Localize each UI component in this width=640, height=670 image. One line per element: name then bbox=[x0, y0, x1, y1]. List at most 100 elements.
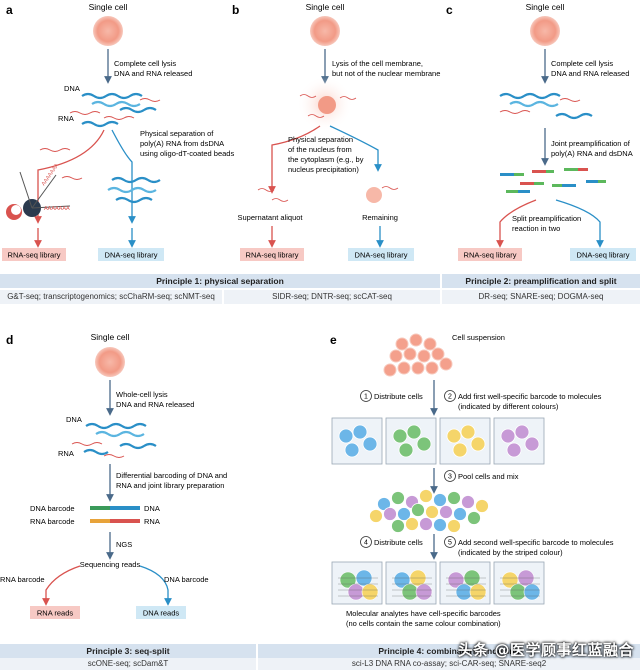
panel-a: Single cell Complete cell lysis DNA and … bbox=[2, 2, 234, 261]
watermark: 头条 @医学顾事红蓝融合 bbox=[457, 641, 634, 659]
cell-suspension bbox=[383, 333, 453, 377]
wells-row-1 bbox=[331, 417, 545, 465]
dna-strand bbox=[85, 422, 147, 430]
oligo-tether bbox=[31, 205, 71, 209]
single-cell bbox=[530, 16, 560, 46]
step-number: 3 bbox=[448, 474, 452, 481]
rna-library-box bbox=[458, 248, 522, 261]
principle-2-title: Principle 2: preamplification and split bbox=[442, 274, 640, 288]
wells-row-2 bbox=[331, 561, 545, 605]
dna-barcode-label: DNA barcode bbox=[30, 504, 75, 513]
rna-strand bbox=[139, 98, 161, 102]
cell-suspension-label: Cell suspension bbox=[452, 333, 505, 342]
rna-strand bbox=[339, 96, 357, 100]
rna-branch-arrow bbox=[34, 129, 105, 224]
dna-strand bbox=[107, 186, 157, 194]
rna-strand bbox=[61, 176, 83, 180]
barcoding-label: Differential barcoding of DNA and bbox=[116, 471, 227, 480]
rna-branch-arrow bbox=[42, 565, 81, 606]
rna-strand bbox=[271, 198, 289, 202]
dna-library-label: DNA-seq library bbox=[105, 251, 158, 260]
step-label: Add first well-specific barcode to molec… bbox=[458, 392, 602, 401]
step-label-line1: Complete cell lysis bbox=[551, 59, 613, 68]
step-label-line2: DNA and RNA released bbox=[116, 400, 194, 409]
dna-barcode bbox=[90, 506, 110, 510]
panel-letter-a: a bbox=[6, 3, 13, 17]
step-number-circle bbox=[444, 390, 456, 402]
single-cell bbox=[95, 347, 125, 377]
panel-c: Single cell Complete cell lysis DNA and … bbox=[458, 2, 636, 261]
single-cell-label: Single cell bbox=[91, 332, 130, 342]
rna-strand bbox=[71, 442, 103, 446]
rna-branch-arrow bbox=[268, 125, 321, 194]
rna-insert-label: RNA bbox=[144, 517, 160, 526]
seq-reads-label: Sequencing reads bbox=[80, 560, 141, 569]
step-label: Add second well-specific barcode to mole… bbox=[458, 538, 614, 547]
rna-strand bbox=[39, 148, 71, 152]
rna-strand bbox=[307, 114, 325, 118]
dna-library-box bbox=[348, 248, 414, 261]
step-number: 4 bbox=[364, 540, 368, 547]
dna-strand bbox=[499, 92, 561, 100]
step-label: (indicated by the striped colour) bbox=[458, 548, 563, 557]
panel-letter-d: d bbox=[6, 333, 13, 347]
single-cell-label: Single cell bbox=[526, 2, 565, 12]
single-cell bbox=[310, 16, 340, 46]
step-label-line2: but not of the nuclear membrane bbox=[332, 69, 440, 78]
rna-reads-box bbox=[30, 606, 80, 619]
step-number-circle bbox=[444, 470, 456, 482]
remaining-label: Remaining bbox=[362, 213, 398, 222]
step-label-line2: DNA and RNA released bbox=[114, 69, 192, 78]
rna-strand bbox=[257, 188, 275, 192]
dna-strand bbox=[81, 120, 119, 128]
dna-branch-arrow bbox=[139, 565, 172, 606]
dna-strand bbox=[111, 176, 161, 184]
panel-e: Cell suspension 1 Distribute cells 2 Add… bbox=[331, 333, 614, 628]
supernatant-label: Supernatant aliquot bbox=[237, 213, 303, 222]
bead bbox=[11, 205, 21, 215]
dna-label: DNA bbox=[66, 415, 82, 424]
separation-label: the cytoplasm (e.g., by bbox=[288, 155, 364, 164]
oligo-tether bbox=[31, 174, 57, 209]
principle-4-methods: sci-L3 DNA RNA co-assay; sci-CAR-seq; SN… bbox=[258, 658, 640, 670]
step-number: 2 bbox=[448, 394, 452, 401]
dna-label: DNA bbox=[64, 84, 80, 93]
dna-branch-arrow bbox=[111, 129, 136, 224]
dna-reads-box bbox=[136, 606, 186, 619]
step-label-line1: Complete cell lysis bbox=[114, 59, 176, 68]
dna-library-label: DNA-seq library bbox=[577, 251, 630, 260]
ngs-label: NGS bbox=[116, 540, 132, 549]
dna-barcode-label: DNA barcode bbox=[164, 575, 209, 584]
step-label: Distribute cells bbox=[374, 538, 423, 547]
step-label-line2: DNA and RNA released bbox=[551, 69, 629, 78]
rna-strand bbox=[69, 111, 101, 115]
dna-strand bbox=[83, 448, 109, 456]
dna-library-label: DNA-seq library bbox=[355, 251, 408, 260]
principle-3-title: Principle 3: seq-split bbox=[0, 644, 256, 658]
dna-insert-label: DNA bbox=[144, 504, 160, 513]
single-cell-label: Single cell bbox=[89, 2, 128, 12]
joint-label: poly(A) RNA and dsDNA bbox=[551, 149, 633, 158]
rna-label: RNA bbox=[58, 114, 74, 123]
rna-label: RNA bbox=[58, 449, 74, 458]
dna-branch-arrow bbox=[329, 125, 382, 172]
rna-barcode-label: RNA barcode bbox=[30, 517, 75, 526]
dna-strand bbox=[95, 430, 145, 438]
principle-4-title: Principle 4: combinatorial indexing bbox=[258, 644, 640, 658]
dna-strand bbox=[509, 100, 559, 108]
final-label: Molecular analytes have cell-specific ba… bbox=[346, 609, 501, 618]
rna-library-box bbox=[2, 248, 66, 261]
nucleus bbox=[318, 96, 336, 114]
amplicons bbox=[500, 168, 606, 193]
dna-strand bbox=[91, 100, 141, 108]
pooled-cells bbox=[369, 489, 489, 533]
step-label: Pool cells and mix bbox=[458, 472, 519, 481]
panel-letter-b: b bbox=[232, 3, 239, 17]
dna-library-box bbox=[570, 248, 636, 261]
principle-1-methods-a: G&T-seq; transcriptogenomics; scChaRM-se… bbox=[0, 290, 222, 304]
principle-1-title: Principle 1: physical separation bbox=[0, 274, 440, 288]
dna-strand bbox=[119, 106, 157, 114]
joint-label: Joint preamplification of bbox=[551, 139, 631, 148]
step-number-circle bbox=[444, 536, 456, 548]
